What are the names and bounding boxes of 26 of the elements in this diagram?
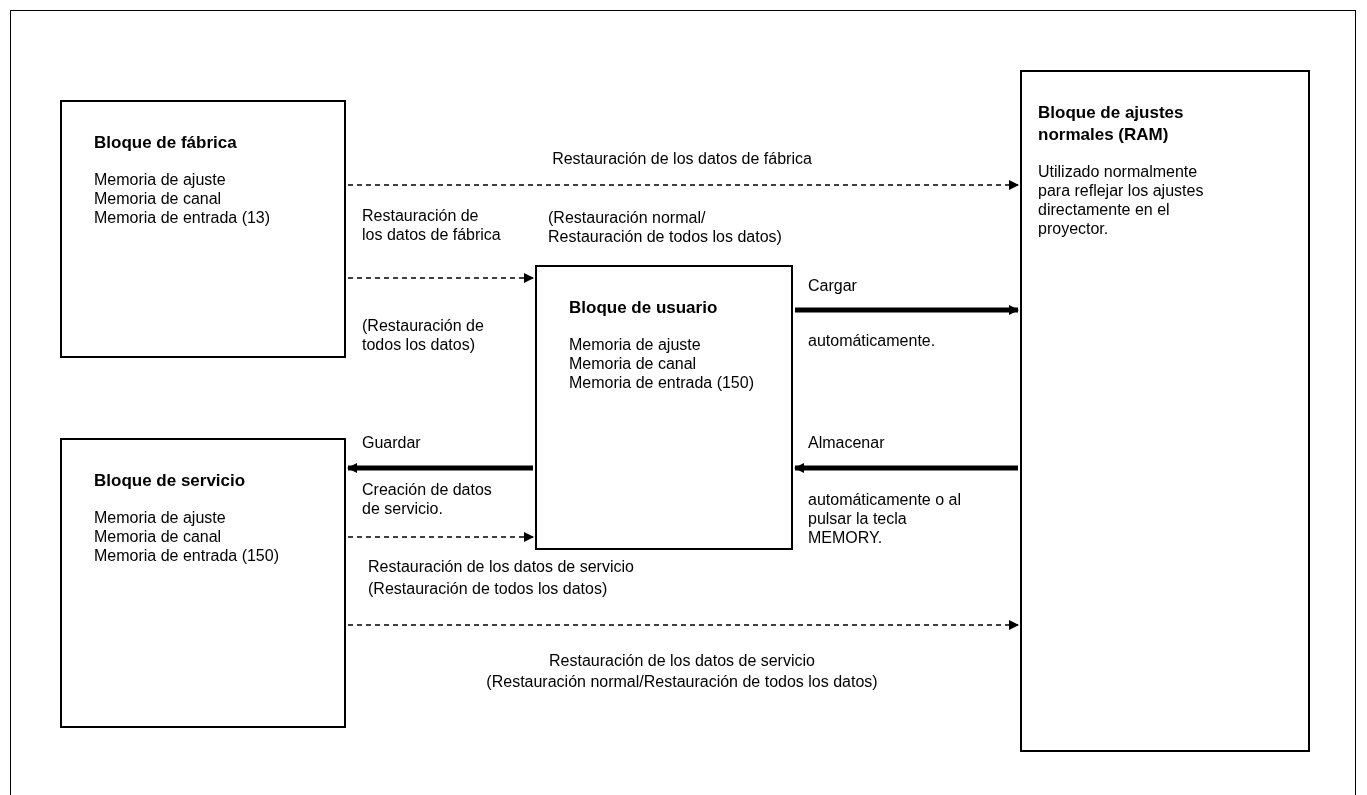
- arrow: [794, 463, 1018, 473]
- arrow: [347, 180, 1019, 190]
- block-title: Bloque de fábrica: [94, 132, 237, 154]
- block-box: [1020, 70, 1310, 752]
- arrow: [347, 620, 1019, 630]
- arrow: [347, 273, 534, 283]
- block-text: Memoria de entrada (150): [569, 373, 754, 392]
- block-text: Memoria de canal: [94, 189, 222, 208]
- block-title: Bloque de ajustes normales (RAM): [1038, 102, 1185, 146]
- block-text: Memoria de entrada (150): [94, 546, 279, 565]
- block-text: Memoria de canal: [94, 527, 222, 546]
- block-box: [535, 265, 793, 550]
- block-text: Memoria de ajuste: [569, 335, 701, 354]
- edge-label: Cargar: [808, 276, 857, 295]
- block-title: Bloque de servicio: [94, 470, 246, 492]
- block-text: Memoria de entrada (13): [94, 208, 271, 227]
- block-box: [60, 438, 346, 728]
- block-text: Utilizado normalmente para reflejar los ajustes directamente en el proyector.: [1038, 162, 1205, 238]
- block-text: Memoria de ajuste: [94, 170, 226, 189]
- block-text: Memoria de ajuste: [94, 508, 226, 527]
- block-text: Memoria de canal: [569, 354, 697, 373]
- arrow: [347, 463, 533, 473]
- block-title: Bloque de usuario: [569, 297, 718, 319]
- block-box: [60, 100, 346, 358]
- arrow: [347, 532, 534, 542]
- arrow: [795, 305, 1019, 315]
